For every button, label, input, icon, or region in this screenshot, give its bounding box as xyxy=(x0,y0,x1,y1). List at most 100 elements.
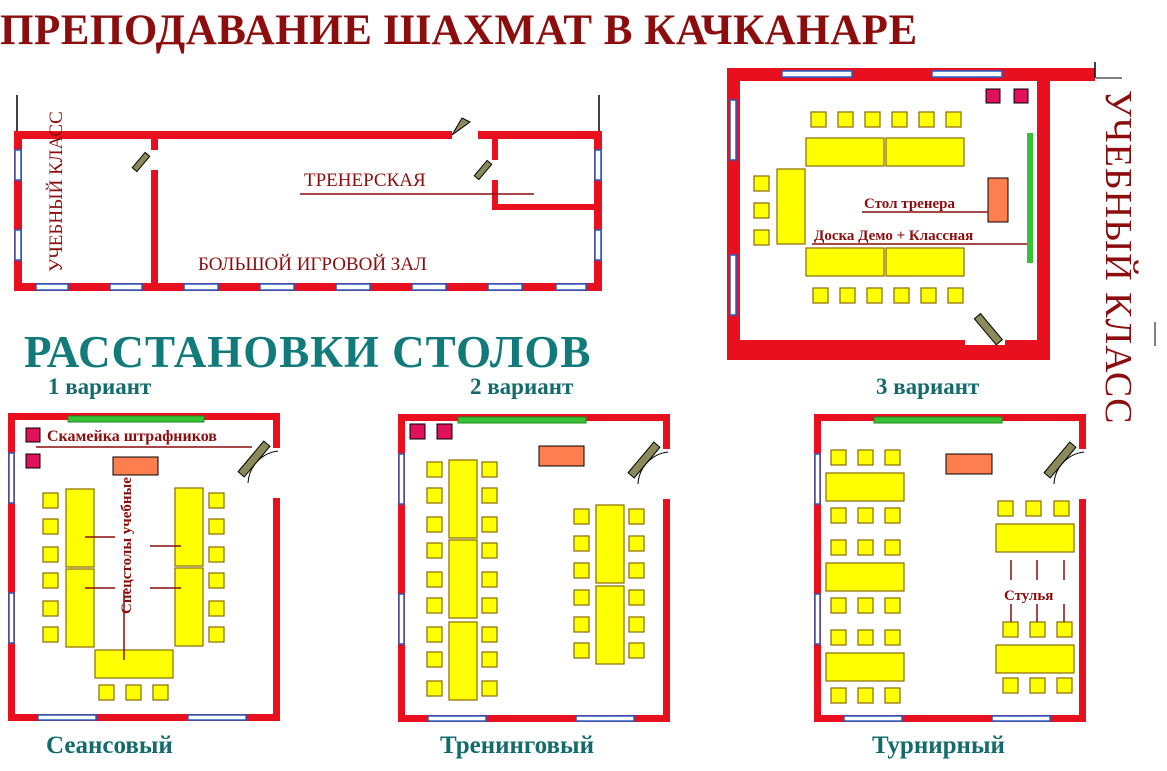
board xyxy=(67,415,205,423)
chair xyxy=(857,449,874,466)
chair xyxy=(884,687,901,704)
chair xyxy=(812,287,829,304)
chair xyxy=(810,111,827,128)
chair xyxy=(628,589,645,606)
caption-turnirny: Турнирный xyxy=(872,732,1005,759)
door-icon xyxy=(451,117,471,136)
chair xyxy=(830,507,847,524)
wall xyxy=(814,414,821,722)
board xyxy=(457,416,587,424)
section-title: РАССТАНОВКИ СТОЛОВ xyxy=(24,327,592,377)
chair xyxy=(1056,677,1073,694)
page-title: ПРЕПОДАВАНИЕ ШАХМАТ В КАЧКАНАРЕ xyxy=(0,7,918,54)
window xyxy=(8,452,15,504)
chair xyxy=(208,492,225,509)
coach-table xyxy=(538,445,585,467)
chair xyxy=(628,508,645,525)
chair xyxy=(884,539,901,556)
chair xyxy=(481,516,498,533)
coach-table xyxy=(987,177,1009,223)
variant-label-3: 3 вариант xyxy=(876,374,980,399)
door-icon xyxy=(973,312,1004,346)
chair xyxy=(573,535,590,552)
chair xyxy=(753,175,770,192)
coach-room-label: ТРЕНЕРСКАЯ xyxy=(304,170,426,191)
chair xyxy=(573,562,590,579)
floorplan-top-wall xyxy=(17,131,597,139)
table xyxy=(825,652,905,682)
table xyxy=(825,562,905,592)
chair xyxy=(426,626,443,643)
table xyxy=(595,504,625,584)
door-icon xyxy=(473,159,493,181)
chair xyxy=(857,597,874,614)
chair xyxy=(830,539,847,556)
chair xyxy=(208,546,225,563)
window xyxy=(8,592,15,644)
table xyxy=(174,487,204,567)
chair xyxy=(884,597,901,614)
chair xyxy=(920,287,937,304)
chair xyxy=(1053,500,1070,517)
table xyxy=(65,568,95,648)
chair xyxy=(893,287,910,304)
chair xyxy=(864,111,881,128)
chair xyxy=(573,642,590,659)
variant-label-2: 2 вариант xyxy=(470,374,574,399)
table xyxy=(885,247,965,277)
wall xyxy=(1079,414,1086,722)
layout-room-seansovy xyxy=(8,413,284,721)
window xyxy=(575,715,635,722)
chair xyxy=(426,571,443,588)
classroom-label: УЧЕБНЫЙ КЛАСС xyxy=(46,111,67,272)
window xyxy=(398,593,405,645)
chair xyxy=(1056,621,1073,638)
chair xyxy=(1029,621,1046,638)
chair xyxy=(573,616,590,633)
board xyxy=(873,416,1003,424)
table xyxy=(94,649,174,679)
table xyxy=(174,567,204,647)
chair xyxy=(42,492,59,509)
layout-room-treningovy xyxy=(398,414,674,722)
chairs-label: Стулья xyxy=(1004,588,1053,604)
chair xyxy=(857,507,874,524)
window xyxy=(991,715,1051,722)
chair xyxy=(866,287,883,304)
chair xyxy=(42,572,59,589)
chair xyxy=(830,449,847,466)
table xyxy=(805,137,885,167)
chair xyxy=(753,202,770,219)
chair xyxy=(1025,500,1042,517)
classroom-divider-wall xyxy=(151,139,158,283)
chair xyxy=(42,546,59,563)
chair xyxy=(830,629,847,646)
floorplan-right-wall xyxy=(594,131,602,291)
window xyxy=(814,453,821,505)
chair xyxy=(98,684,115,701)
chair xyxy=(573,589,590,606)
table xyxy=(885,137,965,167)
table xyxy=(995,523,1075,553)
chair xyxy=(208,626,225,643)
door-icon xyxy=(237,440,271,478)
penalty-bench-icon xyxy=(25,427,41,443)
chair xyxy=(481,542,498,559)
window xyxy=(398,453,405,505)
wall xyxy=(398,715,670,722)
special-tables-label: Спецстолы учебные xyxy=(119,477,135,614)
coach-table xyxy=(112,456,159,476)
penalty-bench-label: Скамейка штрафников xyxy=(47,428,217,445)
chair xyxy=(426,597,443,614)
wall xyxy=(663,414,670,722)
caption-seansovy: Сеансовый xyxy=(46,732,173,759)
chair xyxy=(426,651,443,668)
chair xyxy=(208,600,225,617)
coach-table-label: Стол тренера xyxy=(864,196,955,212)
chair xyxy=(426,516,443,533)
chair xyxy=(42,518,59,535)
penalty-bench-icon xyxy=(25,453,41,469)
chair xyxy=(481,651,498,668)
chair xyxy=(1002,621,1019,638)
